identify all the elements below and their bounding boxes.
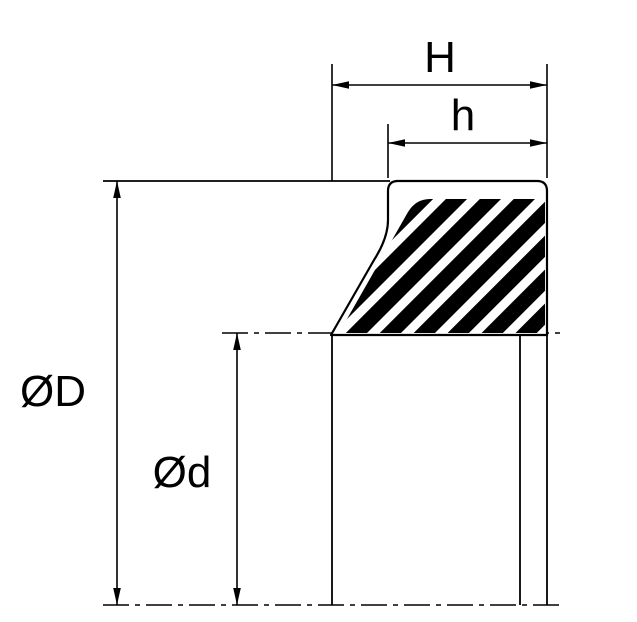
arrowhead-inner-diameter-top	[233, 333, 241, 350]
dimension-H-label: H	[424, 33, 456, 82]
arrowhead-H-left	[332, 81, 349, 89]
arrowhead-outer-diameter-bottom	[113, 588, 121, 605]
dimension-h-label: h	[451, 91, 475, 140]
drawing-root: H h ØD Ød	[20, 33, 565, 606]
arrowhead-outer-diameter-top	[113, 181, 121, 198]
arrowhead-h-left	[388, 139, 405, 147]
arrowheads-and-labels: H h ØD Ød	[20, 33, 547, 605]
seal-hatch-area	[339, 199, 545, 333]
inner-diameter-label: Ød	[153, 448, 212, 497]
arrowhead-h-right	[530, 139, 547, 147]
arrowhead-H-right	[530, 81, 547, 89]
arrowhead-inner-diameter-bottom	[233, 588, 241, 605]
outer-diameter-label: ØD	[20, 367, 86, 416]
